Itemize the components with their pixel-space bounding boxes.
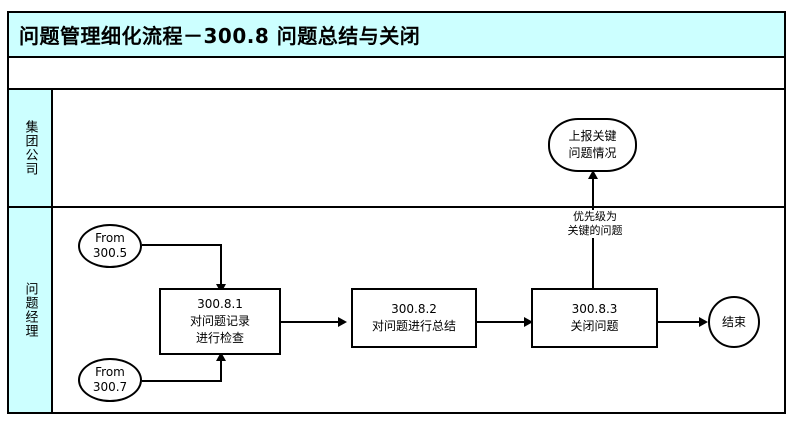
swimlane-label-problem-manager: 问题经理 [22, 282, 38, 338]
node-step-300-8-1-code: 300.8.1 [197, 297, 243, 311]
connector-30081-to-30082 [281, 321, 345, 323]
node-step-300-8-2[interactable]: 300.8.2 对问题进行总结 [351, 288, 477, 348]
page-title: 问题管理细化流程－300.8 问题总结与关闭 [19, 24, 421, 48]
node-step-300-8-2-code: 300.8.2 [391, 302, 437, 316]
swimlane-label-group-company: 集团公司 [22, 120, 38, 176]
node-from-300-5-line2: 300.5 [92, 246, 128, 260]
node-from-300-7-line2: 300.7 [92, 380, 128, 394]
node-step-300-8-2-line1: 对问题进行总结 [371, 319, 456, 333]
arrowhead-from3007-to-30081 [216, 352, 226, 361]
swimlane-group-company: 集团公司 [9, 90, 784, 208]
swimlane-header-group-company: 集团公司 [9, 90, 53, 206]
swimlane-problem-manager: 问题经理 [9, 208, 784, 412]
edge-label-line2: 关键的问题 [567, 224, 623, 237]
node-from-300-7-line1: From [95, 365, 125, 379]
node-from-300-5-line1: From [95, 231, 125, 245]
arrowhead-30083-to-end [699, 317, 708, 327]
connector-from3005-horizontal [142, 244, 222, 246]
edge-label-line1: 优先级为 [573, 210, 617, 223]
node-end-label: 结束 [721, 314, 746, 329]
diagram-spacer-row [9, 58, 784, 90]
connector-30083-to-end [658, 321, 706, 323]
swimlane-header-problem-manager: 问题经理 [9, 208, 53, 412]
node-step-300-8-3-code: 300.8.3 [571, 302, 618, 316]
edge-label-priority-critical: 优先级为 关键的问题 [556, 210, 634, 238]
node-report-key-issue-line1: 上报关键 [568, 129, 617, 143]
node-step-300-8-3[interactable]: 300.8.3 关闭问题 [531, 288, 658, 348]
diagram-title-bar: 问题管理细化流程－300.8 问题总结与关闭 [9, 13, 784, 58]
connector-from3007-vertical [220, 358, 222, 382]
arrowhead-30083-to-report [588, 170, 598, 179]
diagram-frame: 问题管理细化流程－300.8 问题总结与关闭 集团公司 问题经理 [7, 11, 786, 414]
connector-30082-to-30083 [477, 321, 531, 323]
node-report-key-issue-line2: 问题情况 [568, 146, 617, 160]
node-step-300-8-1-line1: 对问题记录 [189, 314, 250, 328]
arrowhead-30081-to-30082 [338, 317, 347, 327]
connector-from3005-vertical [220, 244, 222, 288]
node-step-300-8-3-line1: 关闭问题 [570, 319, 619, 333]
connector-from3007-horizontal [142, 380, 222, 382]
node-from-300-7[interactable]: From 300.7 [78, 358, 142, 402]
node-end[interactable]: 结束 [708, 296, 760, 348]
node-step-300-8-1[interactable]: 300.8.1 对问题记录 进行检查 [159, 288, 281, 355]
node-step-300-8-1-line2: 进行检查 [195, 331, 244, 345]
node-report-key-issue[interactable]: 上报关键 问题情况 [548, 118, 637, 172]
node-from-300-5[interactable]: From 300.5 [78, 224, 142, 268]
arrowhead-30082-to-30083 [524, 317, 533, 327]
